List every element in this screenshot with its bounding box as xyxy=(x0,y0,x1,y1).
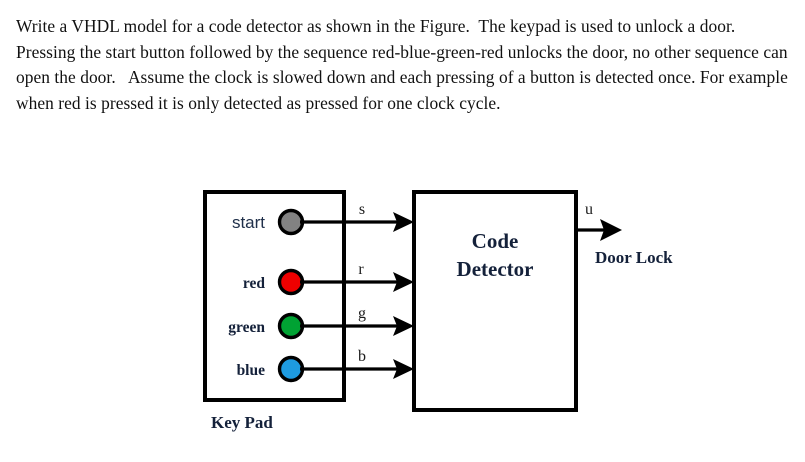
keypad-button-start[interactable] xyxy=(277,208,305,236)
signal-label-b: b xyxy=(358,348,366,365)
block-diagram-figure: Code Detector start s red r green g blue… xyxy=(0,178,805,462)
keypad-label-red: red xyxy=(243,275,265,292)
keypad-button-green[interactable] xyxy=(277,312,305,340)
signal-label-s: s xyxy=(359,201,365,218)
detector-title-line1: Code xyxy=(472,229,519,253)
arrowhead-u xyxy=(600,219,622,241)
arrowhead-s xyxy=(393,212,414,232)
code-detector-box xyxy=(412,190,578,412)
arrowhead-g xyxy=(393,316,414,336)
arrowhead-b xyxy=(393,359,414,379)
keypad-button-blue[interactable] xyxy=(277,355,305,383)
keypad-label-green: green xyxy=(228,319,265,336)
detector-title-line2: Detector xyxy=(457,257,534,281)
keypad-caption: Key Pad xyxy=(211,413,273,432)
signal-label-u: u xyxy=(585,201,593,218)
signal-label-r: r xyxy=(358,261,364,278)
keypad-box xyxy=(203,190,346,402)
door-lock-label: Door Lock xyxy=(595,248,673,267)
arrowhead-r xyxy=(393,272,414,292)
keypad-label-start: start xyxy=(232,213,265,232)
keypad-button-red[interactable] xyxy=(277,268,305,296)
problem-statement: Write a VHDL model for a code detector a… xyxy=(16,16,793,113)
keypad-label-blue: blue xyxy=(237,362,266,379)
signal-label-g: g xyxy=(358,305,366,322)
